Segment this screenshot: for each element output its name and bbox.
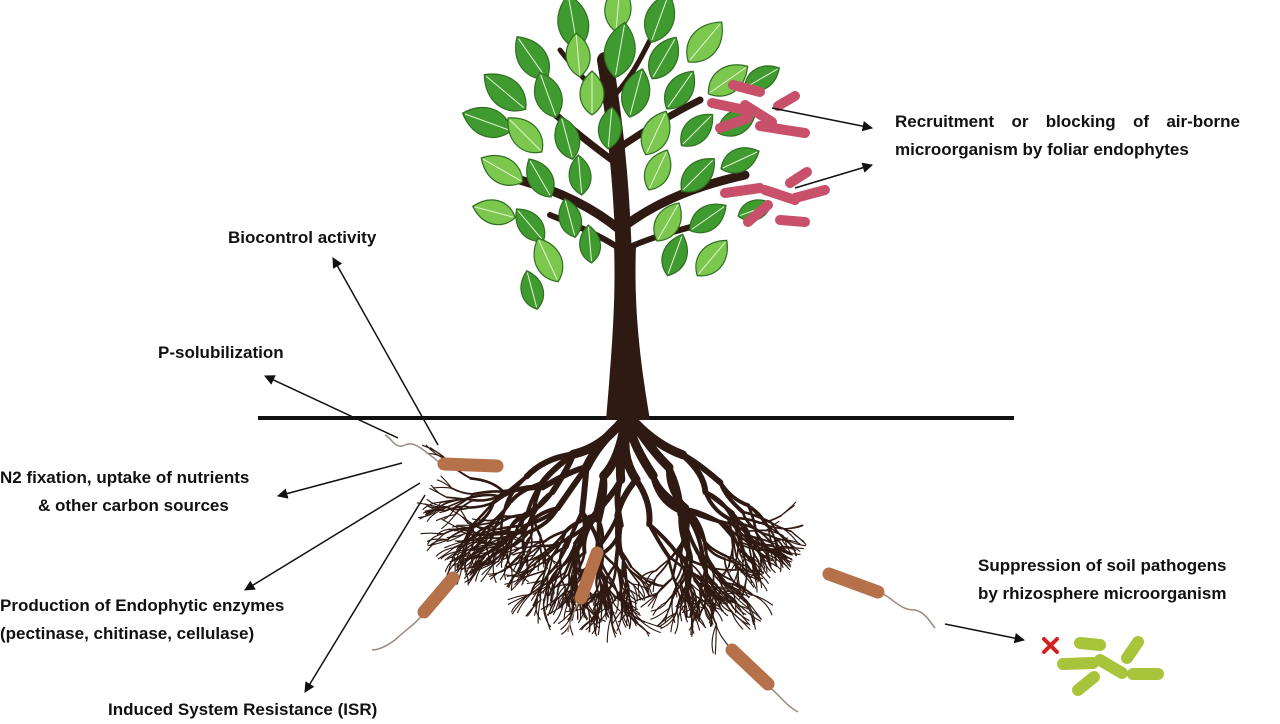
soil-pathogen [1063,663,1093,664]
root [684,507,686,546]
label-suppression-line2: by rhizosphere microorganism [978,580,1226,608]
foliar-microbe [725,188,760,193]
foliar-microbe [780,220,805,222]
foliar-microbe [760,126,805,133]
root [753,595,773,605]
arrow-to-isr [305,495,425,692]
soil-pathogen [1080,643,1100,645]
tree-trunk [606,245,650,420]
arrow-to-suppression [945,624,1024,640]
root [434,487,451,488]
foliar-microbe [795,190,825,198]
soil-pathogens [1063,642,1158,690]
arrow-to-enzymes [245,483,420,590]
foliar-microbe [790,172,807,183]
soil-pathogen [1078,677,1094,690]
foliar-microbe [733,85,760,92]
label-n2-fixation-line2: & other carbon sources [0,492,249,520]
root-system [417,422,806,654]
arrow-to-recruitment [772,108,872,128]
root [607,619,610,643]
root [781,502,796,516]
root-microbe [829,574,935,628]
label-suppression-line1: Suppression of soil pathogens [978,552,1226,580]
root [473,491,503,494]
label-enzymes: Production of Endophytic enzymes (pectin… [0,592,284,648]
root [665,602,672,622]
label-suppression: Suppression of soil pathogens by rhizosp… [978,552,1226,608]
arrow-to-p-solubilization [265,376,398,438]
root [716,624,728,646]
root [442,519,460,529]
red-x-icon [1044,639,1057,652]
root [636,480,650,525]
root [421,533,444,534]
label-recruitment: Recruitment or blocking of air-borne mic… [895,108,1240,164]
root [791,531,804,541]
label-enzymes-line1: Production of Endophytic enzymes [0,592,284,620]
label-n2-fixation: N2 fixation, uptake of nutrients & other… [0,464,249,520]
root-microbe [385,435,497,466]
label-biocontrol: Biocontrol activity [228,224,376,252]
label-p-solubilization: P-solubilization [158,339,284,367]
arrow-to-n2-fixation [278,463,402,496]
label-n2-fixation-line1: N2 fixation, uptake of nutrients [0,464,249,492]
soil-pathogen [1127,642,1138,658]
root [715,624,716,654]
root-microbe [732,650,798,712]
foliar-microbe [778,96,795,106]
root [611,619,616,637]
root-microbe [372,578,453,650]
label-enzymes-line2: (pectinase, chitinase, cellulase) [0,620,284,648]
foliar-microbe [712,103,745,110]
root [471,478,504,491]
root [452,488,474,494]
root [656,578,673,595]
soil-pathogen [1100,660,1122,673]
